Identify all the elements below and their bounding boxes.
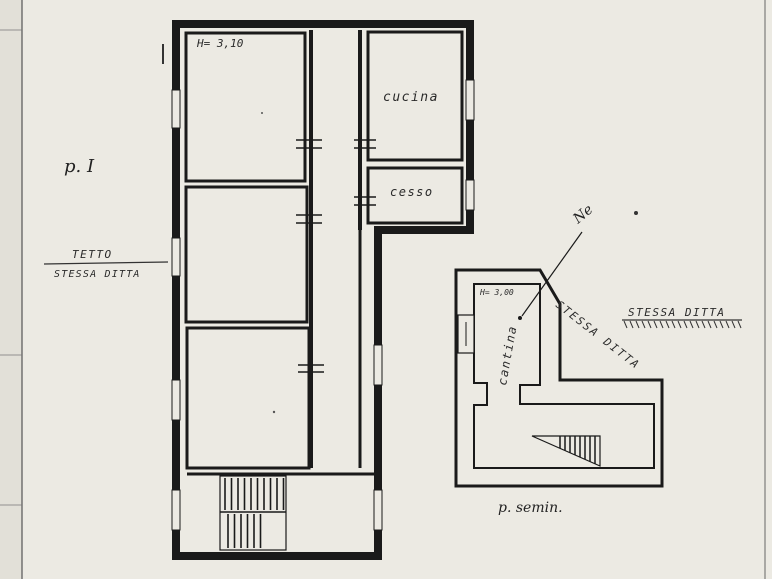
same-owner-label-east: STESSA DITTA — [628, 306, 725, 319]
stair-treads — [224, 478, 285, 548]
north-pointer-line — [521, 231, 583, 317]
basement-height-label: H= 3,00 — [479, 288, 514, 297]
window-west-2 — [171, 237, 181, 277]
boundary-hatch — [737, 320, 742, 329]
room-3 — [185, 326, 311, 470]
pencil-dot-2 — [272, 410, 276, 414]
boundary-hatch — [623, 320, 628, 329]
window-east-3 — [373, 344, 383, 386]
basement-outer-wall — [454, 268, 664, 488]
room-1 — [184, 31, 307, 183]
basement-plan — [454, 231, 664, 488]
boundary-hatch — [677, 320, 682, 329]
stairs-outline — [219, 475, 287, 551]
window-west-4 — [171, 489, 181, 531]
pencil-dot-3 — [261, 112, 263, 114]
boundary-hatch — [671, 320, 676, 329]
roof-divider-line — [43, 261, 169, 265]
boundary-hatch — [629, 320, 634, 329]
boundary-hatch — [665, 320, 670, 329]
room-label-wc: cesso — [390, 185, 434, 199]
boundary-hatch — [731, 320, 736, 329]
roof-label: TETTO — [72, 248, 113, 261]
boundary-hatch — [707, 320, 712, 329]
window-east-2 — [465, 179, 475, 211]
paper-margin-left — [0, 0, 22, 579]
room-wc — [366, 166, 464, 225]
boundary-hatch — [713, 320, 718, 329]
pencil-dot-1 — [634, 211, 638, 215]
window-west-1 — [171, 89, 181, 129]
basement-stairs-outline — [531, 435, 601, 467]
building-outer-wall — [172, 20, 474, 560]
boundary-hatch — [689, 320, 694, 329]
basement-inner-wall — [473, 283, 655, 469]
height-label: H= 3,10 — [196, 37, 244, 50]
level-label-basement: p. semin. — [498, 500, 563, 516]
boundary-hatch — [635, 320, 640, 329]
window-east-1 — [465, 79, 475, 121]
room-2 — [184, 185, 309, 324]
boundary-hatch — [659, 320, 664, 329]
same-owner-label-west: STESSA DITTA — [54, 269, 141, 280]
boundary-hatch — [683, 320, 688, 329]
first-floor-plan — [162, 20, 475, 560]
boundary-hatch-east — [623, 320, 742, 329]
boundary-hatch — [701, 320, 706, 329]
room-label-kitchen: cucina — [383, 90, 439, 105]
room-kitchen — [366, 30, 464, 162]
level-label-first: p. I — [64, 156, 95, 177]
window-east-4 — [373, 489, 383, 531]
boundary-hatch — [695, 320, 700, 329]
boundary-hatch — [653, 320, 658, 329]
boundary-hatch — [641, 320, 646, 329]
boundary-hatch — [719, 320, 724, 329]
boundary-hatch — [725, 320, 730, 329]
window-west-3 — [171, 379, 181, 421]
north-pointer-dot — [518, 316, 522, 320]
basement-stair-treads — [559, 436, 596, 464]
boundary-hatch — [647, 320, 652, 329]
